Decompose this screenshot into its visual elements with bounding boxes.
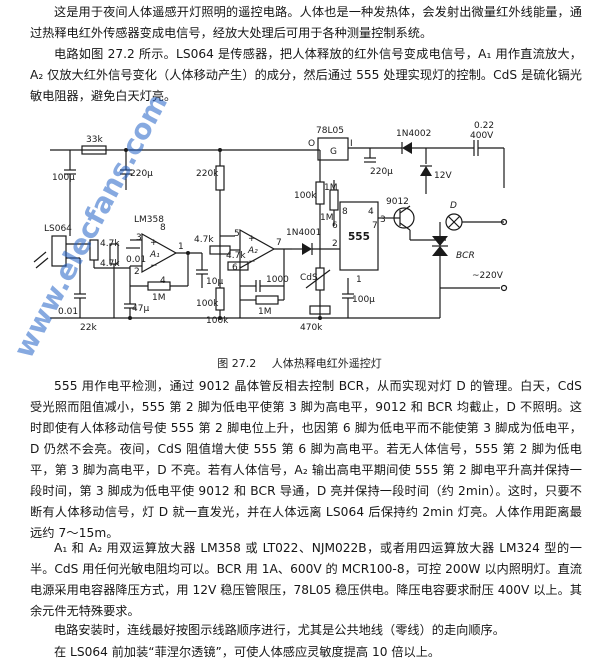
pin-a2-plus: + (248, 234, 256, 244)
label-47u: 47μ (132, 304, 149, 314)
sensor-ls064 (51, 235, 67, 267)
label-12v: 12V (434, 171, 452, 181)
label-10u: 10μ (206, 277, 223, 287)
label-100u-a: 100μ (52, 173, 75, 183)
label-022: 0.22 (474, 121, 494, 131)
pin-555-2: 2 (332, 239, 338, 249)
pin-3: 3 (136, 233, 142, 243)
bcr-triac (432, 236, 448, 246)
label-1n4002: 1N4002 (396, 129, 431, 139)
label-33k: 33k (86, 135, 103, 145)
diode-1n4002 (402, 142, 412, 154)
opamp-a1 (141, 232, 178, 274)
paragraph-circuit-overview: 电路如图 27.2 所示。LS064 是传感器，把人体释放的红外信号变成电信号，… (30, 47, 582, 103)
label-47k-c: 4.7k (194, 235, 214, 245)
label-47k-b: 4.7k (100, 259, 120, 269)
pin-a2-minus: − (248, 257, 256, 267)
label-22k: 22k (80, 323, 97, 333)
paragraph-fresnel-lens: 在 LS064 前加装“菲涅尔透镜”，可使人体感应灵敏度提高 10 倍以上。 (54, 645, 441, 659)
circuit-diagram: 33k 100μ 220μ 220k LS064 0.01 4.7k 4.7k … (33, 121, 508, 333)
label-reg-i: I (350, 139, 353, 149)
figure-caption: 图 27.2 人体热释电红外遥控灯 (0, 355, 599, 371)
pin-555-7: 7 (372, 221, 378, 231)
pin-a1-plus: + (150, 238, 158, 248)
label-1n4001: 1N4001 (286, 228, 321, 238)
pin-5: 5 (234, 229, 240, 239)
label-220u-b: 220μ (370, 167, 393, 177)
terminal-top (500, 218, 508, 226)
label-bcr: BCR (456, 251, 475, 261)
diode-1n4001 (302, 243, 312, 255)
label-1m-c: 1M (324, 183, 338, 193)
label-220u-a: 220μ (130, 169, 153, 179)
pin-a1-minus: − (150, 261, 158, 271)
figure-title: 人体热释电红外遥控灯 (271, 357, 382, 370)
label-100k-b: 100k (206, 316, 229, 326)
label-cds: CdS (300, 273, 318, 283)
resistor-33k (81, 145, 107, 155)
opamp-a2 (239, 228, 276, 270)
label-1m-d: 1M (320, 213, 334, 223)
figure-number: 图 27.2 (217, 357, 257, 370)
paragraph-installation: 电路安装时，连线最好按图示线路顺序进行，尤其是公共地线（零线）的走向顺序。 (54, 623, 505, 637)
label-78l05: 78L05 (316, 126, 344, 136)
pin-555-4: 4 (368, 207, 374, 217)
label-470k: 470k (300, 323, 323, 333)
label-ls064: LS064 (44, 224, 72, 234)
label-reg-g: G (330, 147, 337, 157)
resistor-1m-c (329, 189, 339, 211)
pin-6: 6 (232, 263, 238, 273)
resistor-47k-d (227, 261, 249, 271)
paragraph-intro: 这是用于夜间人体遥感开灯照明的遥控电路。人体也是一种发热体，会发射出微量红外线能… (30, 5, 582, 40)
resistor-1m-a (147, 281, 171, 291)
pin-1: 1 (178, 242, 184, 252)
pin-2: 2 (134, 267, 140, 277)
label-001-b: 0.01 (126, 255, 146, 265)
label-100u-b: 100μ (352, 295, 375, 305)
label-lm358: LM358 (134, 215, 164, 225)
label-47k-d: 4.7k (226, 251, 246, 261)
paragraph-components: A₁ 和 A₂ 用双运算放大器 LM358 或 LT022、NJM022B，或者… (30, 541, 582, 618)
resistor-470k (309, 305, 331, 315)
label-100k-c: 100k (294, 191, 317, 201)
label-9012: 9012 (386, 197, 409, 207)
terminal-bottom (500, 284, 508, 292)
label-mains: ~220V (472, 271, 504, 281)
resistor-1m-b (255, 295, 279, 305)
paragraph-operation: 555 用作电平检测，通过 9012 晶体管反相去控制 BCR，从而实现对灯 D… (30, 379, 582, 540)
pin-555-3: 3 (380, 215, 386, 225)
ic-555 (339, 201, 379, 271)
pin-555-8: 8 (342, 207, 348, 217)
label-reg-o: O (308, 139, 315, 149)
resistor-100k-c (315, 181, 325, 205)
label-a1: A₁ (149, 250, 160, 260)
pin-8: 8 (160, 223, 166, 233)
pin-555-1: 1 (356, 275, 362, 285)
label-001-a: 0.01 (58, 307, 78, 317)
label-220k: 220k (196, 169, 219, 179)
label-555: 555 (348, 231, 370, 243)
pin-4: 4 (160, 276, 166, 286)
label-a2: A₂ (247, 246, 258, 256)
zener-12v (420, 166, 432, 176)
pin-555-6: 6 (332, 221, 338, 231)
pin-7: 7 (276, 238, 282, 248)
label-1m-a: 1M (152, 293, 166, 303)
label-1m-b: 1M (258, 307, 272, 317)
label-100k-a: 100k (196, 299, 219, 309)
resistor-47k-a (89, 239, 99, 261)
regulator-78l05 (317, 137, 349, 161)
label-1000: 1000 (266, 275, 289, 285)
label-400v: 400V (470, 131, 494, 141)
label-lamp-d: D (450, 201, 457, 211)
